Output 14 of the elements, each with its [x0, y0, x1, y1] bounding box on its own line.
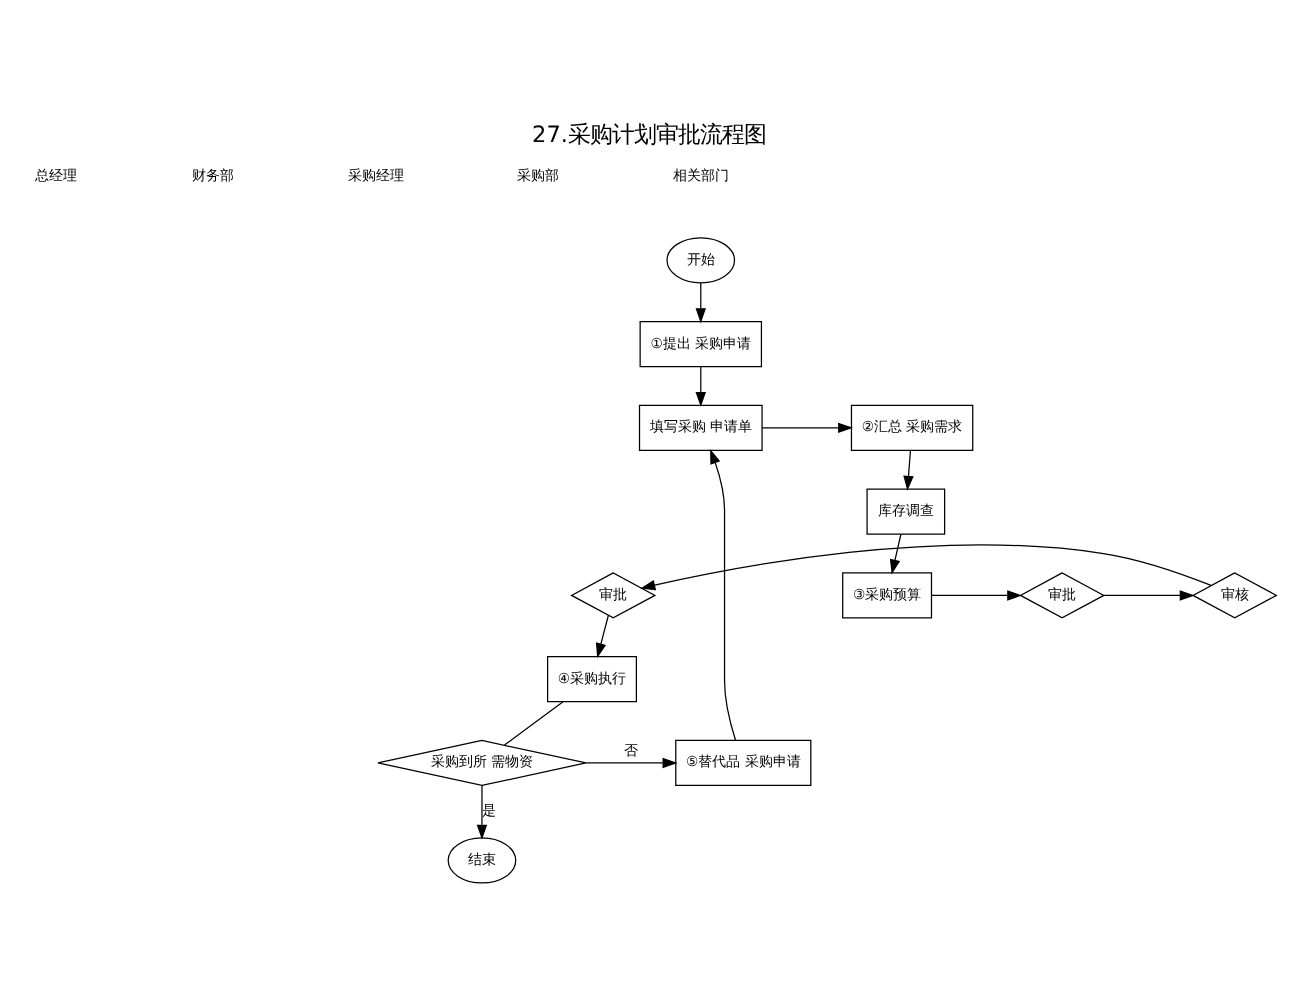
arrow [889, 532, 902, 574]
arrow [903, 448, 914, 490]
arrow [930, 589, 1023, 600]
arrow [695, 365, 707, 406]
diagram-title: 27.采购计划审批流程图 [532, 121, 766, 148]
arrow [476, 784, 488, 839]
connector [503, 700, 564, 745]
arrow [695, 281, 707, 323]
arrow [710, 447, 737, 740]
arrow [761, 421, 854, 433]
arrow [640, 543, 1212, 590]
arrow [1103, 589, 1195, 600]
arrow [585, 756, 678, 768]
arrow [595, 613, 609, 658]
